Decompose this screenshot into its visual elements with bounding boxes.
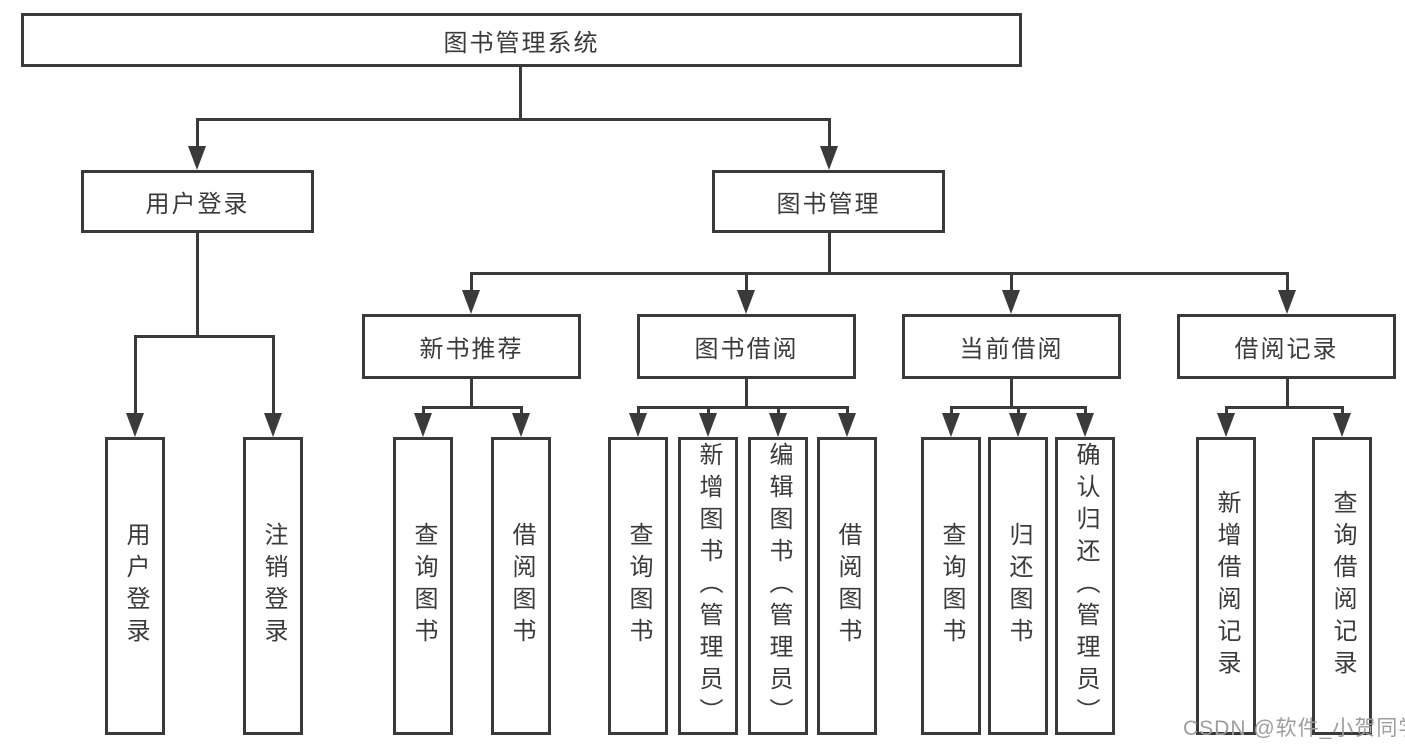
connector-line — [134, 335, 275, 338]
node-book-management-label: 图书管理 — [776, 191, 881, 218]
leaf-confirm-return-admin-label: 确认归还（管理员） — [1072, 442, 1099, 730]
arrow-head-icon — [629, 413, 647, 437]
connector-line — [470, 272, 473, 294]
leaf-borrow-books: 借阅图书 — [817, 437, 877, 735]
connector-line — [745, 272, 748, 294]
connector-line — [828, 118, 831, 150]
node-book-borrow-label: 图书借阅 — [694, 336, 799, 363]
node-current-borrow-label: 当前借阅 — [959, 336, 1064, 363]
connector-line — [519, 67, 522, 119]
arrow-head-icon — [1002, 290, 1020, 314]
node-borrow-record-label: 借阅记录 — [1234, 336, 1339, 363]
node-book-management: 图书管理 — [712, 170, 945, 233]
connector-line — [196, 118, 199, 150]
arrow-head-icon — [737, 290, 755, 314]
leaf-edit-book-admin-label: 编辑图书（管理员） — [765, 442, 792, 730]
leaf-query-books-borrow-label: 查询图书 — [625, 522, 652, 650]
connector-line — [520, 406, 523, 418]
node-book-borrow: 图书借阅 — [637, 314, 856, 379]
connector-line — [637, 406, 849, 409]
arrow-head-icon — [462, 290, 480, 314]
connector-line — [134, 335, 137, 415]
arrow-head-icon — [942, 413, 960, 437]
connector-line — [777, 406, 780, 418]
arrow-head-icon — [1278, 290, 1296, 314]
arrow-head-icon — [188, 146, 206, 170]
connector-line — [707, 406, 710, 418]
connector-line — [950, 406, 953, 418]
arrow-head-icon — [414, 413, 432, 437]
leaf-borrow-books-recommend: 借阅图书 — [491, 437, 551, 735]
node-root: 图书管理系统 — [21, 13, 1022, 67]
connector-line — [1341, 406, 1344, 418]
node-borrow-record: 借阅记录 — [1177, 314, 1396, 379]
node-current-borrow: 当前借阅 — [902, 314, 1121, 379]
arrow-head-icon — [769, 413, 787, 437]
node-user-login: 用户登录 — [81, 170, 314, 233]
arrow-head-icon — [1009, 413, 1027, 437]
connector-line — [1286, 272, 1289, 294]
leaf-borrow-books-recommend-label: 借阅图书 — [508, 522, 535, 650]
leaf-logout-label: 注销登录 — [260, 522, 287, 650]
leaf-return-book: 归还图书 — [988, 437, 1048, 735]
leaf-user-login: 用户登录 — [105, 437, 165, 735]
connector-line — [828, 233, 831, 274]
arrow-head-icon — [126, 413, 144, 437]
connector-line — [272, 335, 275, 415]
leaf-user-login-label: 用户登录 — [122, 522, 149, 650]
connector-line — [846, 406, 849, 418]
connector-line — [422, 406, 523, 409]
leaf-query-borrow-record-label: 查询借阅记录 — [1329, 490, 1356, 682]
arrow-head-icon — [512, 413, 530, 437]
arrow-head-icon — [1076, 413, 1094, 437]
leaf-confirm-return-admin: 确认归还（管理员） — [1055, 437, 1115, 735]
connector-line — [470, 272, 1289, 275]
leaf-add-book-admin: 新增图书（管理员） — [678, 437, 738, 735]
node-user-login-label: 用户登录 — [145, 191, 250, 218]
connector-line — [470, 379, 473, 408]
node-new-book-recommend-label: 新书推荐 — [419, 336, 524, 363]
connector-line — [637, 406, 640, 418]
arrow-head-icon — [838, 413, 856, 437]
leaf-query-books-recommend: 查询图书 — [393, 437, 453, 735]
leaf-return-book-label: 归还图书 — [1005, 522, 1032, 650]
leaf-query-books-recommend-label: 查询图书 — [410, 522, 437, 650]
connector-line — [1010, 379, 1013, 408]
leaf-query-books-current-label: 查询图书 — [938, 522, 965, 650]
node-root-label: 图书管理系统 — [443, 29, 600, 57]
leaf-add-borrow-record: 新增借阅记录 — [1196, 437, 1256, 735]
connector-line — [422, 406, 425, 418]
connector-line — [745, 379, 748, 408]
connector-line — [1084, 406, 1087, 418]
leaf-query-books-current: 查询图书 — [921, 437, 981, 735]
connector-line — [1017, 406, 1020, 418]
leaf-borrow-books-label: 借阅图书 — [834, 522, 861, 650]
leaf-add-borrow-record-label: 新增借阅记录 — [1213, 490, 1240, 682]
arrow-head-icon — [1333, 413, 1351, 437]
arrow-head-icon — [1217, 413, 1235, 437]
connector-line — [1286, 379, 1289, 408]
leaf-query-borrow-record: 查询借阅记录 — [1312, 437, 1372, 735]
leaf-edit-book-admin: 编辑图书（管理员） — [748, 437, 808, 735]
node-new-book-recommend: 新书推荐 — [362, 314, 581, 379]
connector-line — [1225, 406, 1344, 409]
leaf-add-book-admin-label: 新增图书（管理员） — [695, 442, 722, 730]
connector-line — [196, 233, 199, 336]
connector-line — [1225, 406, 1228, 418]
leaf-logout: 注销登录 — [243, 437, 303, 735]
connector-line — [1010, 272, 1013, 294]
leaf-query-books-borrow: 查询图书 — [608, 437, 668, 735]
connector-line — [196, 118, 831, 121]
arrow-head-icon — [264, 413, 282, 437]
arrow-head-icon — [699, 413, 717, 437]
arrow-head-icon — [820, 146, 838, 170]
csdn-watermark: CSDN @软件_小贺同学 — [1183, 717, 1405, 740]
